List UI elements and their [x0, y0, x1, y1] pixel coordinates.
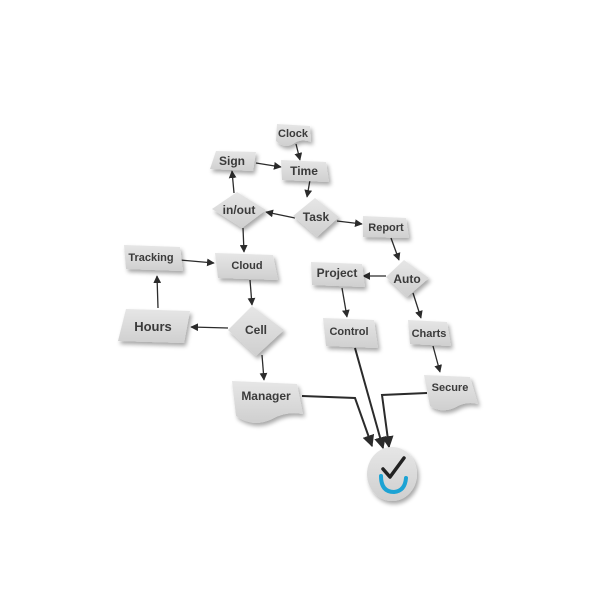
node-hours-label: Hours	[134, 319, 172, 334]
node-hours: Hours	[118, 309, 190, 343]
edge-inout-cloud	[239, 227, 248, 253]
edge-auto-charts	[412, 292, 423, 319]
node-project: Project	[311, 262, 365, 287]
node-control-label: Control	[329, 326, 368, 338]
edge-tracking-cloud	[179, 258, 215, 267]
edge-cell-hours	[190, 323, 229, 332]
edges	[153, 143, 442, 450]
node-clock: Clock	[276, 124, 311, 146]
node-tracking: Tracking	[124, 245, 183, 271]
checkmark-icon	[379, 456, 408, 495]
edge-charts-secure	[432, 345, 442, 373]
node-tracking-label: Tracking	[128, 252, 173, 264]
node-task-label: Task	[303, 210, 330, 224]
node-time: Time	[281, 160, 329, 182]
node-cloud: Cloud	[215, 253, 278, 280]
node-auto: Auto	[386, 260, 429, 297]
node-end	[367, 447, 417, 501]
edge-secure-end	[380, 392, 428, 449]
edge-inout-sign	[228, 170, 237, 194]
node-inout-label: in/out	[223, 203, 256, 217]
node-manager-label: Manager	[241, 389, 291, 403]
edge-report-auto	[390, 237, 401, 261]
node-cell: Cell	[228, 306, 284, 356]
node-clock-label: Clock	[278, 128, 309, 140]
node-manager: Manager	[232, 381, 303, 423]
edge-clock-time	[294, 143, 303, 161]
edge-project-control	[341, 287, 350, 318]
node-charts-label: Charts	[412, 328, 447, 340]
node-auto-label: Auto	[393, 272, 420, 286]
edge-cloud-cell	[247, 279, 256, 306]
node-report: Report	[363, 216, 409, 238]
node-sign-label: Sign	[219, 154, 245, 168]
node-secure: Secure	[424, 375, 478, 411]
node-cloud-label: Cloud	[231, 260, 262, 272]
node-time-label: Time	[290, 164, 318, 178]
edge-hours-tracking	[153, 275, 162, 309]
edge-task-report	[336, 219, 363, 228]
node-control: Control	[323, 318, 378, 348]
edge-time-task	[304, 179, 313, 198]
node-sign: Sign	[210, 151, 256, 171]
node-report-label: Report	[368, 222, 404, 234]
node-cell-label: Cell	[245, 323, 267, 337]
edge-control-end	[354, 347, 386, 450]
edge-manager-end	[301, 395, 375, 448]
nodes: Clock Sign Time in/out Task Report	[118, 124, 478, 501]
edge-cell-manager	[259, 354, 268, 381]
node-charts: Charts	[408, 320, 451, 346]
node-task: Task	[293, 198, 339, 237]
edge-task-inout	[265, 209, 296, 219]
node-secure-label: Secure	[432, 382, 469, 394]
node-project-label: Project	[317, 266, 358, 280]
node-inout: in/out	[212, 192, 266, 228]
edge-sign-time	[255, 162, 282, 170]
